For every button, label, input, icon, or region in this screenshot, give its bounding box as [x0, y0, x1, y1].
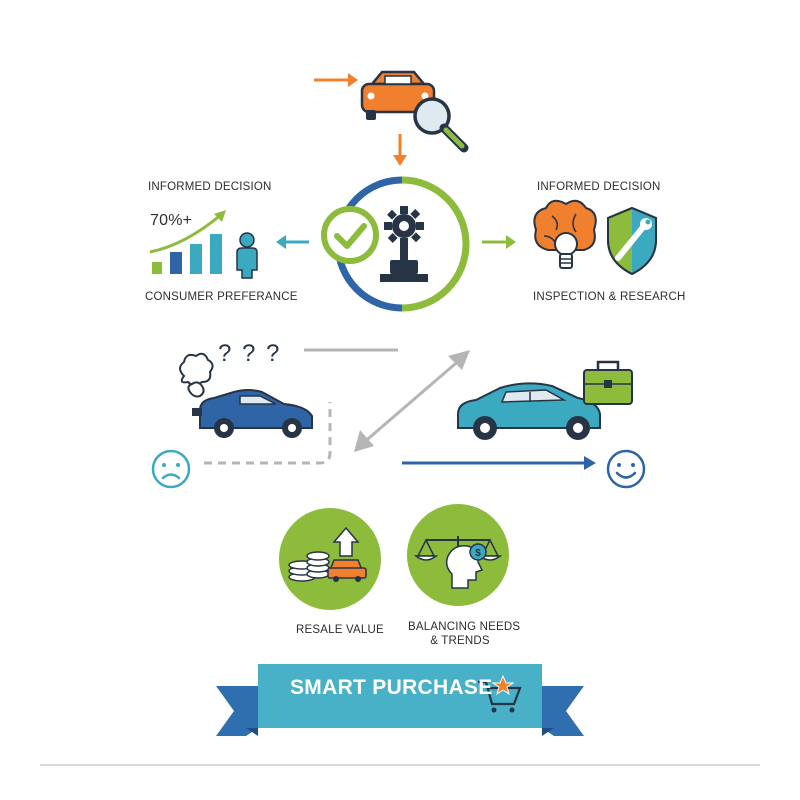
brain-bulb-icon [533, 199, 597, 269]
balancing-icon: $ [407, 504, 509, 606]
left-title: INFORMED DECISION [148, 181, 272, 193]
checkmark-icon [321, 206, 379, 264]
right-caption: INSPECTION & RESEARCH [533, 291, 686, 303]
resale-value-icon [279, 508, 381, 610]
bar-chart-icon [149, 210, 226, 274]
smoke-icon [179, 352, 214, 398]
left-caption: CONSUMER PREFERANCE [145, 291, 298, 303]
balance-label-line1: BALANCING NEEDS [408, 621, 521, 633]
balance-label-line2: & TRENDS [430, 635, 490, 647]
briefcase-icon [583, 360, 633, 405]
happy-car-icon [457, 382, 601, 440]
dashed-path [204, 402, 332, 465]
svg-text:$: $ [475, 548, 481, 559]
down-arrow [393, 134, 407, 166]
success-arrow [402, 456, 596, 470]
left-arrow [276, 235, 309, 249]
happy-face-icon [606, 449, 646, 489]
left-stat: 70%+ [150, 212, 193, 229]
shield-wrench-icon [607, 206, 657, 276]
balance-label: BALANCING NEEDS & TRENDS [408, 620, 521, 648]
question-marks-icon: ? ? ? [218, 340, 282, 367]
banner-title: SMART PURCHASE [290, 676, 493, 699]
resale-label: RESALE VALUE [296, 624, 384, 636]
smart-purchase-ribbon [216, 664, 584, 736]
gear-lever-icon [380, 206, 428, 282]
person-icon [236, 232, 258, 279]
car-search-icon [360, 70, 469, 153]
top-entry-arrow [314, 73, 358, 87]
coins-icon [288, 551, 330, 582]
diagonal-double-arrow [354, 350, 470, 452]
right-arrow [482, 235, 516, 249]
sad-face-icon [151, 449, 191, 489]
right-title: INFORMED DECISION [537, 181, 661, 193]
cart-icon [478, 674, 522, 713]
broken-car-icon [192, 389, 313, 438]
